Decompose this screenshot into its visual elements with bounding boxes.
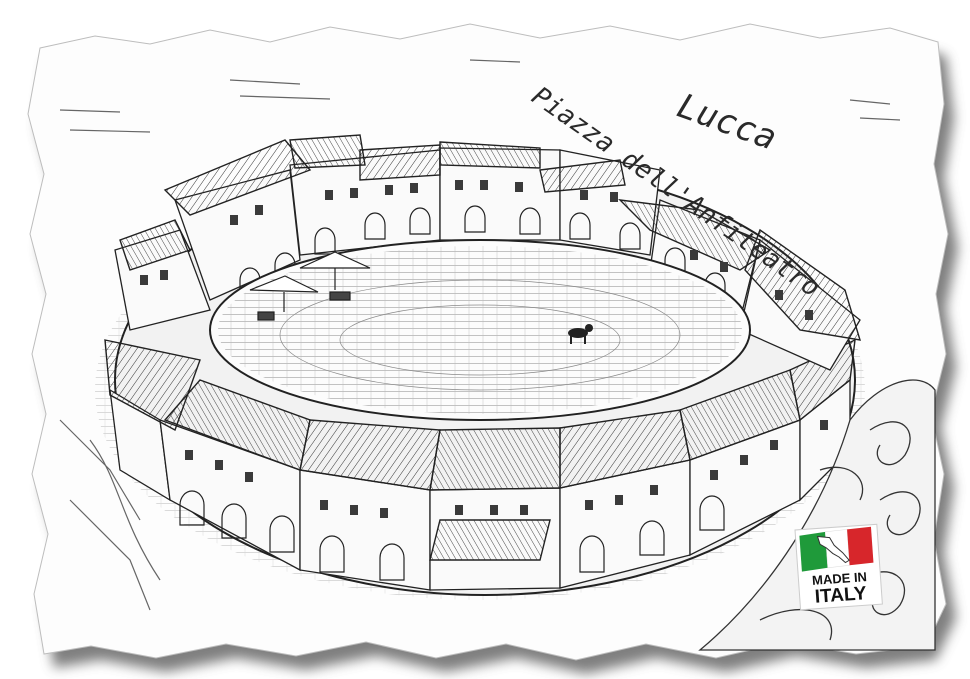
- flag-red: [847, 526, 874, 566]
- made-in-italy-badge: MADE IN ITALY: [794, 523, 883, 611]
- background-sketch-lines: [59, 59, 901, 611]
- back-windows: [140, 180, 813, 320]
- cafe-umbrellas: [249, 251, 371, 321]
- dog-sketch: [568, 324, 593, 344]
- italy-map-icon: [816, 535, 851, 564]
- front-windows: [185, 420, 828, 518]
- piazza-contours: [279, 279, 681, 391]
- front-roofs: [104, 338, 856, 561]
- badge-line-2: ITALY: [814, 583, 867, 608]
- back-arches: [239, 205, 726, 300]
- badge-line-1: MADE IN: [812, 569, 868, 588]
- front-arches: [179, 490, 725, 581]
- back-roofs: [119, 134, 861, 341]
- piazza-paving: [218, 246, 742, 414]
